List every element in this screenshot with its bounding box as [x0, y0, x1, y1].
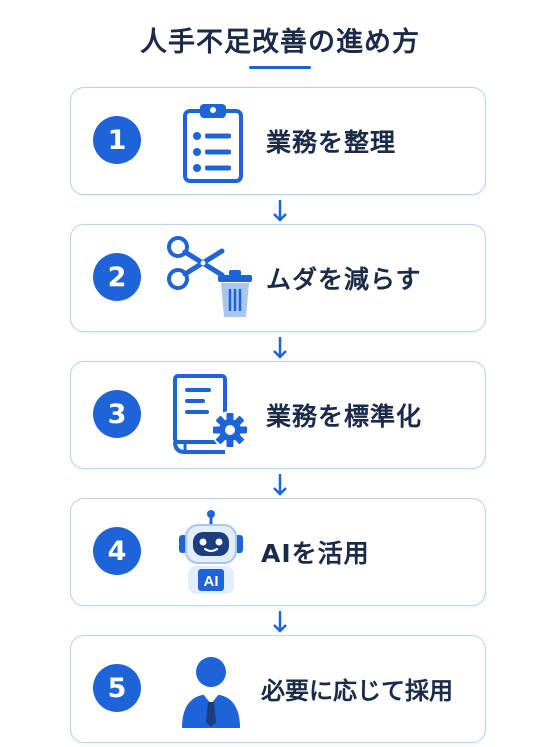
- step-card-5: 5 必要に応じて採用: [70, 635, 486, 743]
- step-label: 業務を整理: [266, 127, 397, 157]
- clipboard-checklist-icon: [166, 98, 256, 184]
- scissors-trash-icon: [166, 235, 256, 321]
- arrow-down-icon: [273, 611, 287, 633]
- person-tie-icon: [166, 646, 256, 732]
- page-title: 人手不足改善の進め方: [140, 27, 420, 58]
- step-label: ムダを減らす: [266, 264, 422, 294]
- step-number-badge: 1: [93, 116, 141, 164]
- step-number-badge: 2: [93, 253, 141, 301]
- step-number-badge: 5: [93, 664, 141, 712]
- step-label: AIを活用: [261, 538, 370, 568]
- arrow-down-icon: [273, 474, 287, 496]
- title-underline: [249, 66, 311, 69]
- ai-robot-icon: AI: [166, 509, 256, 595]
- step-card-3: 3: [70, 361, 486, 469]
- step-card-2: 2 ムダを減らす: [70, 224, 486, 332]
- step-number-badge: 3: [93, 390, 141, 438]
- step-number-badge: 4: [93, 527, 141, 575]
- step-label: 必要に応じて採用: [261, 677, 453, 705]
- step-label: 業務を標準化: [266, 401, 423, 431]
- arrow-down-icon: [273, 200, 287, 222]
- arrow-down-icon: [273, 337, 287, 359]
- step-card-4: 4 AI AIを活用: [70, 498, 486, 606]
- step-card-1: 1 業務を整理: [70, 87, 486, 195]
- manual-gear-icon: [166, 372, 256, 458]
- ai-chest-text: AI: [204, 573, 219, 590]
